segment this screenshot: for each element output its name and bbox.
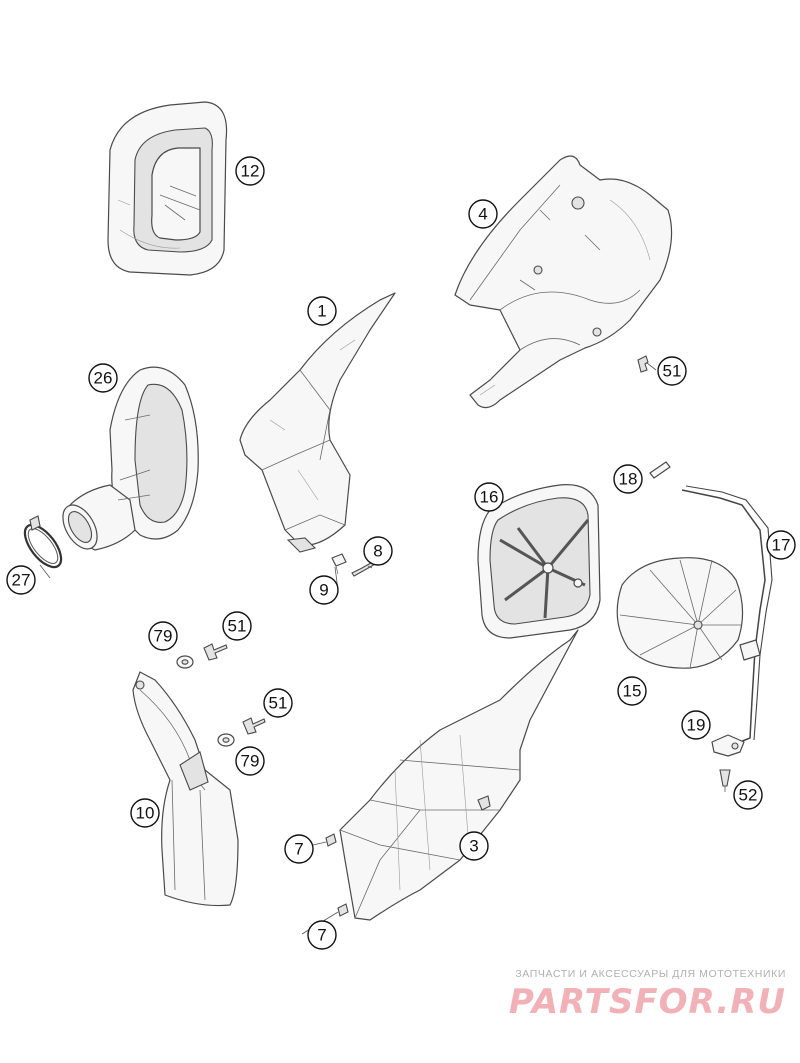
callout-7-upper-label: 7	[294, 840, 303, 859]
callout-51-upper: 51	[222, 611, 252, 641]
callout-1-label: 1	[317, 302, 326, 321]
part-51-screw-lower	[242, 717, 266, 735]
callout-79-lower-label: 79	[241, 752, 260, 771]
part-9-clip	[331, 553, 347, 575]
callout-52: 52	[733, 780, 763, 810]
watermark: ЗАПЧАСТИ И АКСЕССУАРЫ ДЛЯ МОТОТЕХНИКИ PA…	[446, 968, 786, 1022]
part-17-retaining-rod	[681, 485, 773, 743]
callout-1: 1	[307, 296, 337, 326]
callout-51-lower-label: 51	[269, 694, 288, 713]
callout-52-label: 52	[739, 786, 758, 805]
callout-18: 18	[613, 464, 643, 494]
callout-3: 3	[459, 831, 489, 861]
callout-7-lower-label: 7	[317, 926, 326, 945]
callout-4: 4	[468, 199, 498, 229]
part-51-screw-upper	[203, 643, 228, 661]
part-7-clip-lower	[337, 903, 349, 917]
callout-12-label: 12	[241, 162, 260, 181]
callout-9: 9	[309, 575, 339, 605]
part-10-intake-duct	[132, 671, 239, 907]
callout-51-fender: 51	[657, 356, 687, 386]
callout-18-label: 18	[619, 470, 638, 489]
callout-7-upper: 7	[284, 834, 314, 864]
part-51-screw-fender	[637, 355, 649, 373]
callout-19: 19	[681, 710, 711, 740]
callout-51-fender-label: 51	[663, 362, 682, 381]
watermark-logo: PARTSFOR.RU	[508, 982, 786, 1022]
part-1-side-panel	[239, 292, 396, 553]
part-15-air-filter	[616, 557, 744, 669]
part-18-pin	[649, 461, 671, 479]
callout-8-label: 8	[373, 542, 382, 561]
callout-4-label: 4	[478, 205, 487, 224]
callout-26: 26	[88, 363, 118, 393]
part-79-washer-lower	[217, 733, 235, 747]
callout-17: 17	[766, 530, 796, 560]
callout-16-label: 16	[480, 488, 499, 507]
part-7-clip-upper	[325, 833, 337, 847]
part-3-side-panel	[339, 629, 579, 921]
part-4-rear-fender	[454, 155, 673, 409]
part-16-filter-cage	[477, 484, 601, 639]
callout-27: 27	[6, 565, 36, 595]
callout-7-lower: 7	[307, 920, 337, 950]
part-26-intake-manifold	[62, 366, 199, 551]
part-52-screw	[719, 769, 731, 787]
callout-27-label: 27	[12, 571, 31, 590]
callout-15: 15	[617, 676, 647, 706]
callout-12: 12	[235, 156, 265, 186]
callout-51-upper-label: 51	[228, 617, 247, 636]
callout-10: 10	[130, 798, 160, 828]
callout-3-label: 3	[469, 837, 478, 856]
callout-9-label: 9	[319, 581, 328, 600]
callout-16: 16	[474, 482, 504, 512]
callout-10-label: 10	[136, 804, 155, 823]
part-12-airbox-frame	[107, 101, 228, 276]
callout-19-label: 19	[687, 716, 706, 735]
part-19-bracket	[711, 734, 745, 757]
part-27-hose-clamp	[23, 515, 63, 569]
callout-8: 8	[363, 536, 393, 566]
callout-26-label: 26	[94, 369, 113, 388]
watermark-caption: ЗАПЧАСТИ И АКСЕССУАРЫ ДЛЯ МОТОТЕХНИКИ	[515, 968, 786, 980]
callout-15-label: 15	[623, 682, 642, 701]
callout-79-upper-label: 79	[154, 627, 173, 646]
part-79-washer-upper	[176, 655, 194, 669]
callout-79-upper: 79	[148, 621, 178, 651]
callout-51-lower: 51	[263, 688, 293, 718]
callout-17-label: 17	[772, 536, 791, 555]
callout-79-lower: 79	[235, 746, 265, 776]
